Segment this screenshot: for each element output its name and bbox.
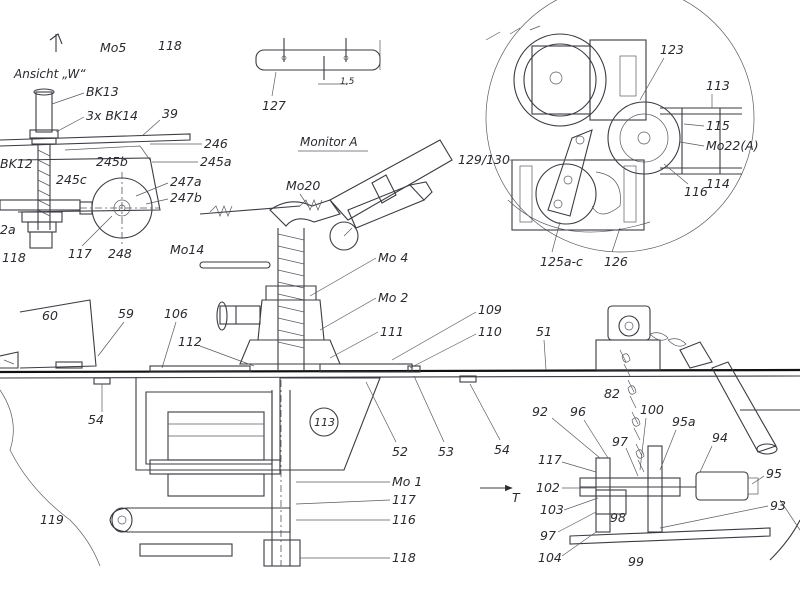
label-245a: 245a <box>200 154 232 169</box>
label-113-circle: 113 <box>314 416 335 429</box>
label-129-130: 129/130 <box>458 152 510 167</box>
label-54-right: 54 <box>494 442 510 457</box>
deck-section <box>0 299 800 567</box>
label-245b: 245b <box>96 154 128 169</box>
tank-and-drive <box>109 377 381 567</box>
label-arrow-t: T <box>512 490 521 505</box>
label-95a: 95a <box>672 414 696 429</box>
tank-labels: 113 52 53 Mo 1 117 116 118 119 T <box>40 375 521 565</box>
label-117-right: 117 <box>538 452 562 467</box>
label-116-center: 116 <box>392 512 416 527</box>
label-mo2: Mo 2 <box>378 290 408 305</box>
label-245c: 245c <box>56 172 87 187</box>
label-95: 95 <box>766 466 782 481</box>
label-mo4: Mo 4 <box>378 250 408 265</box>
drive-mechanism <box>485 0 755 253</box>
label-96: 96 <box>570 404 586 419</box>
label-mo5: Mo5 <box>100 40 126 55</box>
monitor-labels: Mo20 Mo14 Mo 4 Mo 2 111 109 110 106 112 <box>161 178 502 369</box>
label-247b: 247b <box>170 190 202 205</box>
label-mo14: Mo14 <box>170 242 204 257</box>
label-59: 59 <box>118 306 134 321</box>
label-117-center: 117 <box>392 492 416 507</box>
label-110: 110 <box>478 324 502 339</box>
sheet-paper <box>0 34 800 566</box>
label-100: 100 <box>640 402 664 417</box>
label-118-bottom: 118 <box>392 550 416 565</box>
label-92: 92 <box>532 404 548 419</box>
label-54-left: 54 <box>88 412 104 427</box>
label-246: 246 <box>204 136 228 151</box>
label-52: 52 <box>392 444 408 459</box>
label-bk12: BK12 <box>0 156 33 171</box>
label-monitor-a: Monitor A <box>300 135 358 149</box>
label-117-left: 117 <box>68 246 92 261</box>
label-103: 103 <box>540 502 564 517</box>
label-view-title: Ansicht „W“ <box>13 67 86 81</box>
label-99: 99 <box>628 554 644 569</box>
label-102: 102 <box>536 480 560 495</box>
label-1-5: 1,5 <box>340 77 355 87</box>
label-126: 126 <box>604 254 628 269</box>
label-125a-c: 125a-c <box>540 254 583 269</box>
label-60: 60 <box>42 308 58 323</box>
label-116-right: 116 <box>684 184 708 199</box>
label-98: 98 <box>610 510 626 525</box>
deck-labels: 60 59 54 51 54 <box>42 306 552 457</box>
label-2a: 2a <box>0 222 16 237</box>
label-mo1: Mo 1 <box>392 474 422 489</box>
label-82: 82 <box>604 386 620 401</box>
view-w-assembly <box>0 33 191 249</box>
label-106: 106 <box>164 306 188 321</box>
label-247a: 247a <box>170 174 202 189</box>
label-mo20: Mo20 <box>286 178 320 193</box>
label-123: 123 <box>660 42 684 57</box>
label-97-bottom: 97 <box>540 528 556 543</box>
label-94: 94 <box>712 430 728 445</box>
label-111: 111 <box>380 324 404 339</box>
label-112: 112 <box>178 334 202 349</box>
label-118-top: 118 <box>158 38 182 53</box>
label-97-top: 97 <box>612 434 628 449</box>
label-119: 119 <box>40 512 64 527</box>
detail-127: 1,5 127 Monitor A <box>255 38 381 152</box>
label-39: 39 <box>162 106 178 121</box>
drive-labels: 123 113 115 Mo22(A) 129/130 116 114 125a… <box>458 42 759 269</box>
label-93: 93 <box>770 498 786 513</box>
winch-labels: 82 92 96 100 95a 97 94 117 95 102 103 98… <box>532 386 786 569</box>
label-115: 115 <box>706 118 730 133</box>
label-114: 114 <box>706 176 730 191</box>
label-109: 109 <box>478 302 502 317</box>
label-113-right: 113 <box>706 78 730 93</box>
label-118-left: 118 <box>2 250 26 265</box>
view-w-labels: Mo5 118 Ansicht „W“ BK13 3x BK14 39 246 … <box>0 38 232 265</box>
label-bk14: 3x BK14 <box>86 108 138 123</box>
label-bk13: BK13 <box>86 84 119 99</box>
label-248: 248 <box>108 246 132 261</box>
label-51: 51 <box>536 324 552 339</box>
chain-winch-assembly <box>569 305 800 561</box>
label-mo22: Mo22(A) <box>706 138 759 153</box>
label-127: 127 <box>262 98 286 113</box>
label-104: 104 <box>538 550 562 565</box>
label-53: 53 <box>438 444 454 459</box>
